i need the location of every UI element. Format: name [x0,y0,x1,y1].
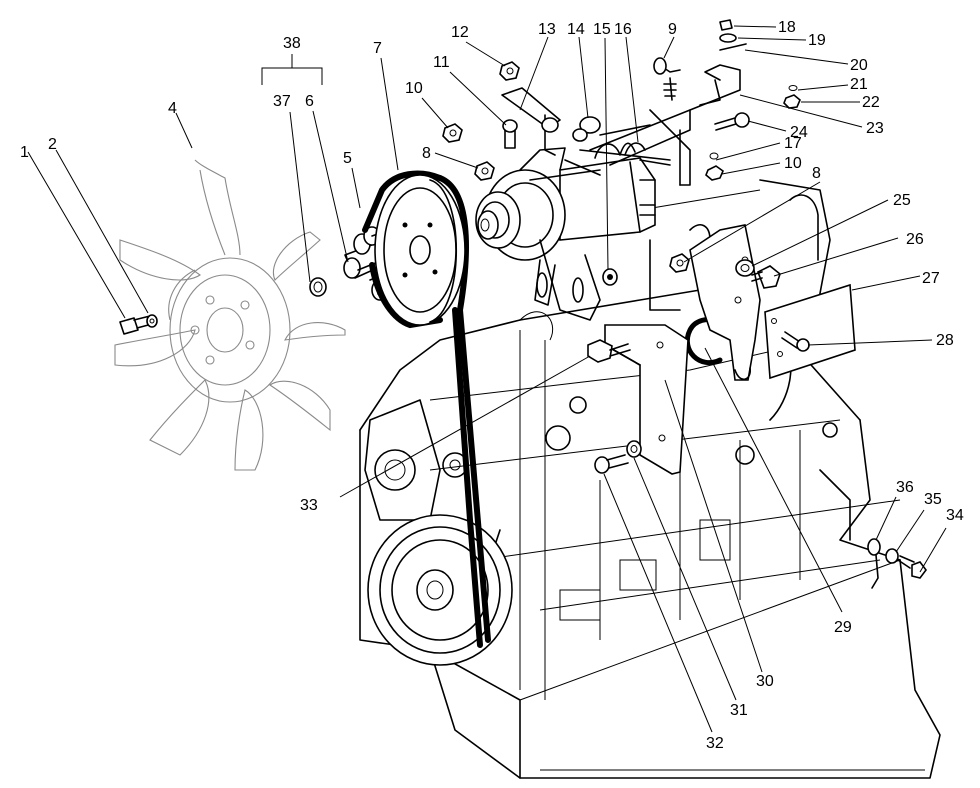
callout-18: 18 [778,19,796,36]
callout-7: 7 [373,40,382,57]
callout-31: 31 [730,702,748,719]
callout-15: 15 [593,21,611,38]
callout-16: 16 [614,21,632,38]
callout-8-right: 8 [812,165,821,182]
hardware-bolt-32 [594,454,629,474]
callout-2: 2 [48,136,57,153]
callout-19: 19 [808,32,826,49]
water-pump-pulley [362,170,491,648]
callout-30: 30 [756,673,774,690]
alternator-brace [689,224,761,381]
callout-38: 38 [283,35,301,52]
hardware-nut-21-22 [783,85,801,109]
callout-36: 36 [896,479,914,496]
callout-10-top: 10 [405,80,423,97]
hardware-screw-28 [781,331,810,352]
crankshaft-pulley [367,514,513,666]
callout-26: 26 [906,231,924,248]
callout-4: 4 [168,100,177,117]
callout-20: 20 [850,57,868,74]
hardware-bolt-11 [502,119,518,149]
callout-27: 27 [922,270,940,287]
throttle-bracket [501,57,741,186]
callout-23: 23 [866,120,884,137]
callout-35: 35 [924,491,942,508]
hardware-washer-25 [735,259,755,277]
alternator [475,147,656,321]
hardware-bolt-26 [751,265,781,289]
hardware-bolt-33 [587,339,631,363]
hardware-nut-10a [442,123,463,143]
callout-10-right: 10 [784,155,802,172]
hardware-nut-12 [499,61,520,81]
callout-29: 29 [834,619,852,636]
callout-17: 17 [784,135,802,152]
hardware-bolt-24 [714,112,750,131]
ground-terminal [867,538,927,589]
callout-labels: 1 2 4 38 37 6 7 5 10 11 12 13 14 15 16 9… [20,19,964,752]
callout-5: 5 [343,150,352,167]
callout-14: 14 [567,21,585,38]
callout-8-left: 8 [422,145,431,162]
callout-11: 11 [433,54,450,71]
hardware-nut-8a [474,161,495,181]
fan-washer [146,314,158,328]
callout-6: 6 [305,93,314,110]
callout-1: 1 [20,144,29,161]
hardware-washer-15 [602,268,618,286]
callout-28: 28 [936,332,954,349]
cooling-fan [114,159,346,471]
callout-21: 21 [850,76,868,93]
hardware-bolt-18 [719,19,747,51]
hardware-washer-31 [626,440,642,458]
callout-32: 32 [706,735,724,752]
callout-22: 22 [862,94,880,111]
callout-24: 24 [790,124,808,141]
callout-12: 12 [451,24,469,41]
callout-25: 25 [893,192,911,209]
callout-33: 33 [300,497,318,514]
hardware-nut-17-10b [705,152,724,181]
callout-34: 34 [946,507,964,524]
heat-shield-27 [764,283,856,380]
callout-13: 13 [538,21,556,38]
callout-9: 9 [668,21,677,38]
hardware-nut-8b [669,253,690,273]
callout-37: 37 [273,93,291,110]
